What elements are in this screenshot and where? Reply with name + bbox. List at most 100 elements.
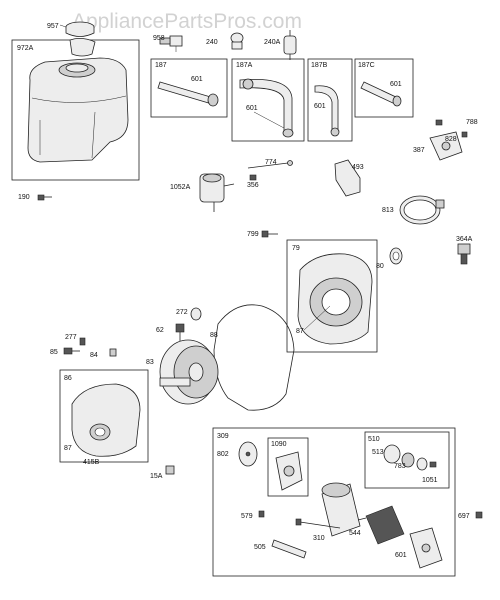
label-544: 544 bbox=[349, 530, 361, 537]
label-788: 788 bbox=[466, 119, 478, 126]
part-788-screw[interactable] bbox=[435, 119, 443, 126]
part-armature[interactable] bbox=[357, 505, 405, 545]
box-187B bbox=[307, 58, 353, 142]
label-579: 579 bbox=[241, 513, 253, 520]
label-601a: 601 bbox=[191, 76, 203, 83]
label-88: 88 bbox=[210, 332, 218, 339]
part-510-drive-kit[interactable] bbox=[383, 444, 437, 471]
part-364A-oil-drain-plug[interactable] bbox=[457, 243, 471, 265]
part-310-bolt[interactable] bbox=[295, 518, 341, 529]
label-86: 86 bbox=[64, 375, 72, 382]
label-958: 958 bbox=[153, 35, 165, 42]
label-601c: 601 bbox=[314, 103, 326, 110]
box-1090 bbox=[267, 437, 309, 497]
box-187C bbox=[354, 58, 414, 118]
label-240: 240 bbox=[206, 39, 218, 46]
part-187A-fuel-line[interactable] bbox=[239, 78, 294, 138]
part-544-starter-housing[interactable] bbox=[321, 482, 361, 537]
box-86 bbox=[59, 369, 149, 463]
label-697: 697 bbox=[458, 513, 470, 520]
part-187B-fuel-line[interactable] bbox=[314, 85, 340, 137]
label-601b: 601 bbox=[246, 105, 258, 112]
part-1090-end-cap[interactable] bbox=[275, 451, 303, 491]
part-802-brush-plate[interactable] bbox=[238, 441, 258, 467]
part-80-seal[interactable] bbox=[389, 247, 403, 265]
part-356-screw[interactable] bbox=[249, 174, 257, 181]
part-958-fuel-valve[interactable] bbox=[159, 35, 183, 52]
part-505-bracket[interactable] bbox=[271, 539, 307, 559]
label-84: 84 bbox=[90, 352, 98, 359]
part-774-ground-wire[interactable] bbox=[247, 160, 293, 169]
part-493-bracket[interactable] bbox=[334, 159, 361, 197]
label-79: 79 bbox=[292, 245, 300, 252]
label-813: 813 bbox=[382, 207, 394, 214]
label-80: 80 bbox=[376, 263, 384, 270]
box-187A bbox=[231, 58, 305, 142]
label-972A: 972A bbox=[17, 45, 34, 52]
label-309: 309 bbox=[217, 433, 229, 440]
part-957-fuel-cap[interactable] bbox=[59, 21, 95, 37]
part-187-fuel-line[interactable] bbox=[157, 81, 219, 107]
label-513: 513 bbox=[372, 449, 384, 456]
label-62: 62 bbox=[156, 327, 164, 334]
label-87a: 87 bbox=[296, 328, 304, 335]
label-277: 277 bbox=[65, 334, 77, 341]
label-802: 802 bbox=[217, 451, 229, 458]
box-187 bbox=[150, 58, 228, 118]
part-83-flywheel[interactable] bbox=[159, 339, 219, 405]
part-187C-fuel-line[interactable] bbox=[360, 81, 402, 107]
part-1052A-solenoid[interactable] bbox=[199, 173, 235, 212]
part-277-screw[interactable] bbox=[79, 337, 86, 346]
label-774: 774 bbox=[265, 159, 277, 166]
box-309 bbox=[212, 427, 456, 577]
label-187B: 187B bbox=[311, 62, 328, 69]
part-190-screw[interactable] bbox=[37, 194, 52, 201]
label-415B: 415B bbox=[83, 459, 100, 466]
label-387: 387 bbox=[413, 147, 425, 154]
label-505: 505 bbox=[254, 544, 266, 551]
watermark-text: AppliancePartsPros.com bbox=[72, 10, 302, 33]
part-601-drive-end-cap[interactable] bbox=[409, 527, 443, 569]
part-88-gasket[interactable] bbox=[213, 304, 295, 411]
leader-87a bbox=[303, 305, 331, 331]
label-510: 510 bbox=[368, 436, 380, 443]
part-813-clamp[interactable] bbox=[399, 195, 445, 225]
part-84-nut[interactable] bbox=[109, 348, 117, 357]
label-187A: 187A bbox=[236, 62, 253, 69]
label-272: 272 bbox=[176, 309, 188, 316]
label-364A: 364A bbox=[456, 236, 473, 243]
part-828-nut[interactable] bbox=[461, 131, 468, 138]
part-85-screw[interactable] bbox=[63, 347, 80, 355]
part-86-crankcase-cover[interactable] bbox=[71, 383, 141, 457]
label-493: 493 bbox=[352, 164, 364, 171]
label-799: 799 bbox=[247, 231, 259, 238]
label-601d: 601 bbox=[390, 81, 402, 88]
label-828: 828 bbox=[445, 136, 457, 143]
part-240A-fuel-filter[interactable] bbox=[283, 30, 297, 60]
label-187C: 187C bbox=[358, 62, 375, 69]
part-240-fuel-fitting[interactable] bbox=[230, 32, 244, 50]
label-83: 83 bbox=[146, 359, 154, 366]
part-799-screw[interactable] bbox=[261, 230, 278, 238]
label-187: 187 bbox=[155, 62, 167, 69]
part-272-washer[interactable] bbox=[190, 307, 202, 321]
label-783: 783 bbox=[394, 463, 406, 470]
label-601e: 601 bbox=[395, 552, 407, 559]
label-1052A: 1052A bbox=[170, 184, 191, 191]
label-85: 85 bbox=[50, 349, 58, 356]
label-356: 356 bbox=[247, 182, 259, 189]
label-1051: 1051 bbox=[422, 477, 438, 484]
part-79-blower-housing[interactable] bbox=[297, 253, 373, 345]
leader-601b bbox=[253, 111, 285, 129]
part-697-screw[interactable] bbox=[475, 511, 483, 519]
label-310: 310 bbox=[313, 535, 325, 542]
part-15A-nut[interactable] bbox=[165, 465, 175, 475]
box-79 bbox=[286, 239, 378, 353]
part-387-bracket[interactable] bbox=[429, 131, 463, 161]
part-579-screw[interactable] bbox=[258, 510, 265, 518]
label-1090: 1090 bbox=[271, 441, 287, 448]
part-972A-fuel-tank[interactable] bbox=[27, 38, 129, 163]
label-15A: 15A bbox=[150, 473, 163, 480]
label-87b: 87 bbox=[64, 445, 72, 452]
label-240A: 240A bbox=[264, 39, 281, 46]
